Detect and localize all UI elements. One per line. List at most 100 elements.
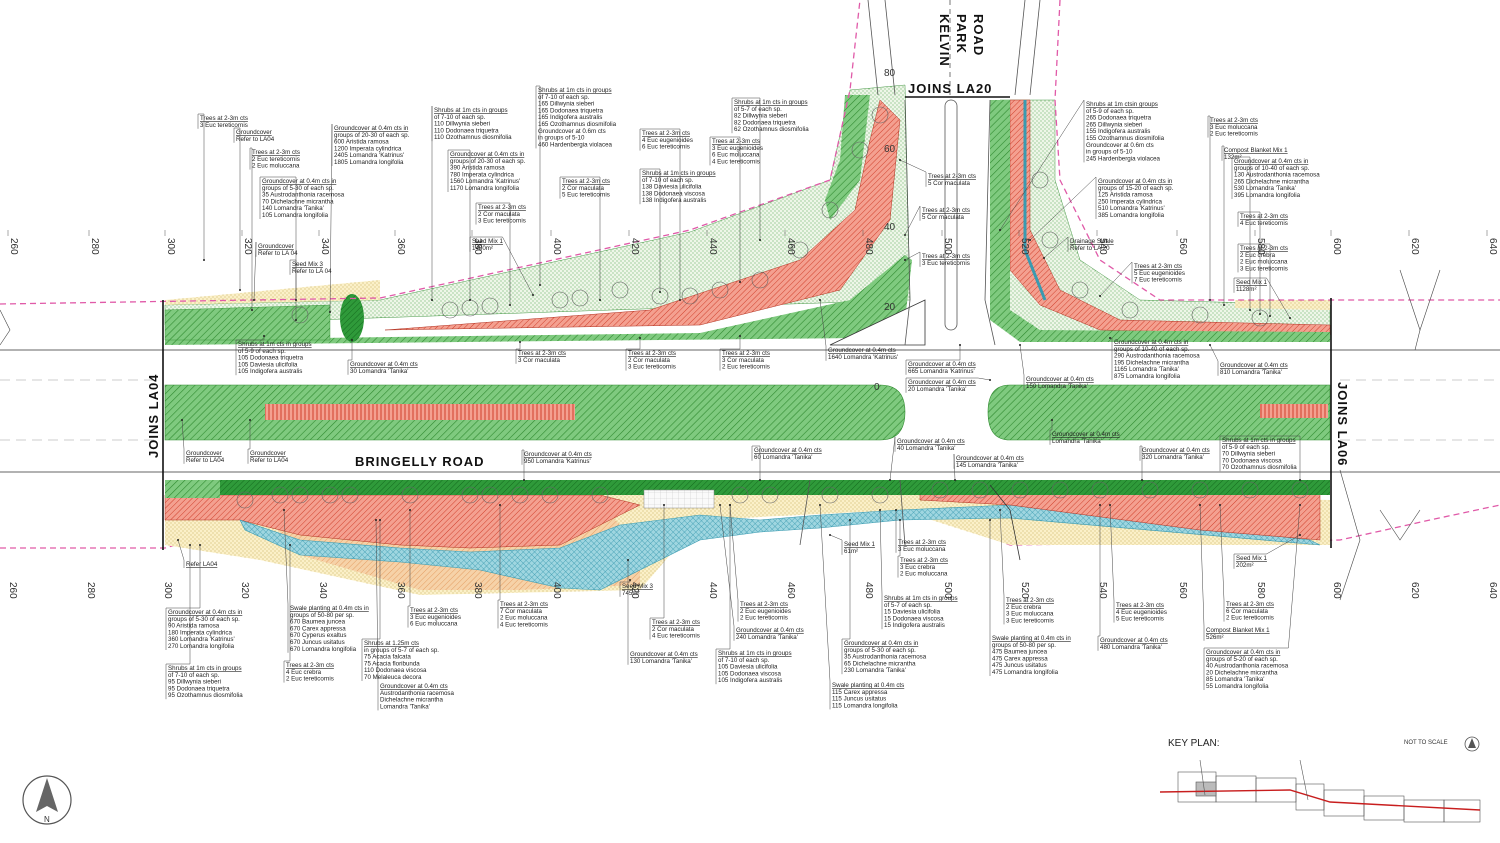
road-label-bringelly: BRINGELLY ROAD bbox=[355, 454, 485, 469]
callout-text: 3 Euc moluccana bbox=[1006, 611, 1054, 618]
callout-text: Drainage Swale bbox=[1070, 238, 1114, 245]
chainage-label: 580 bbox=[1255, 582, 1266, 599]
callout-text: 2 Euc crebra bbox=[1006, 604, 1042, 611]
callout-text: 385 Lomandra longifolia bbox=[1098, 212, 1165, 219]
callout-text: 2 Cor maculata bbox=[478, 211, 521, 218]
callout-text: Shrubs at 1m cts in groups bbox=[642, 170, 716, 177]
callout-dot bbox=[295, 299, 297, 301]
callout-leader bbox=[516, 342, 521, 350]
callout-text: 530 Lomandra 'Tanika' bbox=[1234, 185, 1296, 192]
edge-details bbox=[0, 269, 1441, 601]
callout-text: of 7-10 of each sp. bbox=[168, 672, 220, 679]
callout-text: 105 Dodonaea triquetra bbox=[238, 355, 304, 362]
callout-dot bbox=[1249, 309, 1251, 311]
trees-top bbox=[291, 106, 1269, 327]
callout-dot bbox=[999, 229, 1001, 231]
callout-text: 875 Lomandra longifolia bbox=[1114, 373, 1181, 380]
callout-text: 4 Euc tereticornis bbox=[712, 158, 760, 165]
callout-dot bbox=[199, 544, 201, 546]
callout-text: 3 Euc moluccana bbox=[1210, 124, 1258, 131]
shrub-bed-top-right bbox=[1009, 99, 1331, 336]
callout-text: 320 Lomandra 'Tanika' bbox=[1142, 454, 1204, 461]
callout-dot bbox=[519, 341, 521, 343]
callout-dot bbox=[627, 559, 629, 561]
callout-text: Groundcover at 0.4m cts bbox=[956, 455, 1024, 462]
callout-dot bbox=[1299, 504, 1301, 506]
groundcover-bottom-strip bbox=[220, 480, 1330, 495]
callout-dot bbox=[1051, 419, 1053, 421]
callout-text: 150 Lomandra 'Tanika' bbox=[1026, 383, 1088, 390]
callout-text: 810 Lomandra 'Tanika' bbox=[1220, 369, 1282, 376]
key-plan-scale: NOT TO SCALE bbox=[1404, 740, 1448, 746]
callout-dot bbox=[1099, 504, 1101, 506]
callout-leader bbox=[842, 520, 851, 640]
callout-text: 2 Euc tereticornis bbox=[1226, 615, 1274, 622]
callout-text: 670 Carex appressa bbox=[290, 625, 346, 632]
callout-leader bbox=[1222, 145, 1225, 305]
callout-text: 2 Euc moluccana bbox=[900, 571, 948, 578]
callout-text: 105 Indigofera australis bbox=[238, 368, 302, 375]
callout-text: 665 Lomandra 'Katrinus' bbox=[908, 368, 975, 375]
callout-leader bbox=[732, 97, 761, 240]
callout-leader bbox=[1099, 261, 1133, 297]
chainage-label: 400 bbox=[551, 582, 562, 599]
callout-text: Groundcover at 0.4m cts bbox=[1026, 376, 1094, 383]
callout-text: 35 Austrodanthonia racemosa bbox=[844, 654, 927, 661]
shrub-bed-bottom-left bbox=[164, 494, 641, 549]
callout-text: 600 Aristida ramosa bbox=[334, 139, 389, 146]
callout-text: Groundcover at 0.4m cts bbox=[908, 379, 976, 386]
callout-text: 2 Euc tereticornis bbox=[722, 364, 770, 371]
callout-dot bbox=[499, 504, 501, 506]
callout-dot bbox=[989, 379, 991, 381]
callout-text: Shrubs at 1.25m cts bbox=[364, 640, 419, 647]
callout-text: 105 Indigofera australis bbox=[718, 677, 782, 684]
callout-dot bbox=[989, 519, 991, 521]
callout-text: Groundcover at 0.4m cts bbox=[897, 438, 965, 445]
callout-dot bbox=[532, 294, 534, 296]
callout-text: Trees at 2-3m cts bbox=[410, 607, 458, 614]
chainage-label: 500 bbox=[942, 582, 953, 599]
callout-leader bbox=[177, 539, 185, 561]
seed-mix-top bbox=[164, 84, 911, 326]
callout-text: 105 Daviesia ulicifolia bbox=[718, 664, 778, 671]
callout-leader bbox=[1043, 236, 1069, 259]
callout-text: 5 Euc tereticornis bbox=[562, 192, 610, 199]
callout-text: 1170 Lomandra longifolia bbox=[450, 185, 520, 192]
callout-text: 2 Cor maculata bbox=[628, 357, 671, 364]
callout-leader bbox=[362, 520, 381, 640]
callout-text: 115 Lomandra longifolia bbox=[832, 702, 898, 709]
callout-text: Seed Mix 1 bbox=[844, 541, 876, 548]
callout-text: in groups of 5-7 of each sp. bbox=[364, 647, 439, 654]
callout-text: Trees at 2-3m cts bbox=[712, 138, 760, 145]
callout-text: Groundcover bbox=[236, 129, 272, 136]
callout-text: 125 Aristida ramosa bbox=[1098, 192, 1153, 199]
callout-text: Refer to LA 04 bbox=[292, 268, 332, 275]
callout-text: 65 Dichelachne micrantha bbox=[844, 660, 916, 667]
callout-text: 70 Dodonaea viscosa bbox=[1222, 457, 1282, 464]
callout-text: in groups of 5-10 bbox=[1086, 149, 1133, 156]
key-plan-north-icon bbox=[1468, 738, 1476, 748]
callout-text: 2 Euc tereticornis bbox=[286, 676, 334, 683]
joins-la20-label: JOINS LA20 bbox=[908, 81, 992, 96]
callout-leader bbox=[906, 377, 991, 381]
callout-text: Lomandra 'Tanika' bbox=[1052, 438, 1102, 445]
callout-leader bbox=[999, 99, 1085, 231]
callout-leader bbox=[716, 505, 731, 650]
kelvin-left-green bbox=[825, 95, 870, 220]
callout-text: 4 Euc tereticornis bbox=[652, 633, 700, 640]
callout-text: 20 Lomandra 'Tanika' bbox=[908, 386, 966, 393]
callout-text: 670 Lomandra longifolia bbox=[290, 646, 357, 653]
callout-dot bbox=[819, 504, 821, 506]
callout-text: 85 Lomandra 'Tanika' bbox=[1206, 676, 1264, 683]
callout-text: Refer LA04 bbox=[186, 561, 218, 568]
